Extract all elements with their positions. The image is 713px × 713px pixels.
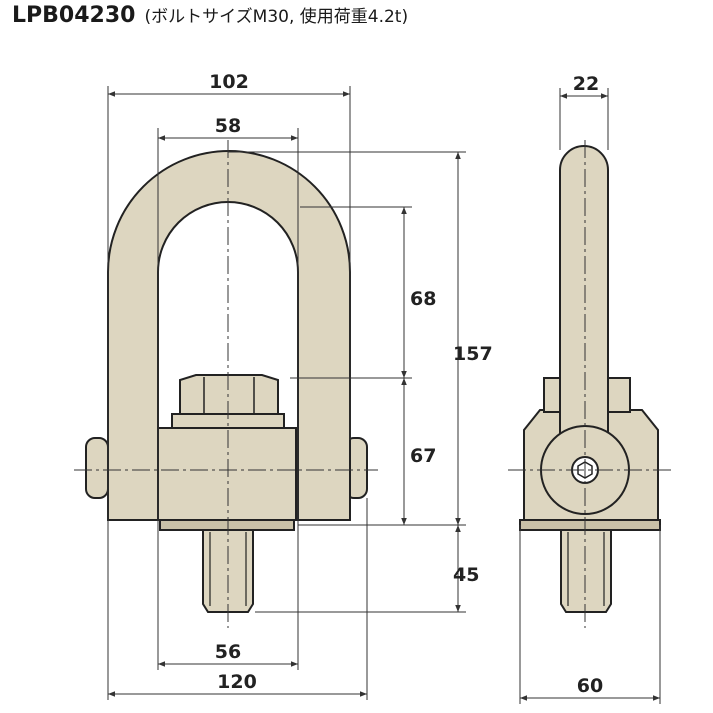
side-bolt [560, 529, 612, 613]
dim-body-height: 67 [410, 445, 436, 467]
model-spec: (ボルトサイズM30, 使用荷重4.2t) [144, 7, 409, 27]
dim-inner-width: 58 [215, 115, 241, 137]
dim-overall-width: 102 [209, 71, 249, 93]
dim-side-width: 60 [577, 675, 603, 697]
model-number: LPB04230 [12, 3, 136, 28]
drawing-title: LPB04230 (ボルトサイズM30, 使用荷重4.2t) [12, 2, 408, 28]
front-view [85, 150, 368, 613]
dim-overall-height: 157 [453, 343, 493, 365]
body-block [157, 427, 297, 521]
base-plate [159, 519, 295, 531]
side-view [519, 145, 661, 613]
shackle-bail [107, 150, 351, 521]
side-bail [559, 145, 609, 441]
dimension-labels: 102 58 68 67 157 45 56 120 22 60 [209, 71, 603, 697]
dim-side-thickness: 22 [573, 73, 599, 95]
left-pin [85, 437, 109, 499]
front-center-lines [74, 140, 378, 628]
dim-thread-length: 45 [453, 564, 479, 586]
dim-base-width: 56 [215, 641, 241, 663]
hex-nut [179, 374, 279, 415]
side-base-plate [519, 519, 661, 531]
dim-outer-width: 120 [217, 671, 257, 693]
dimension-lines [107, 86, 661, 704]
dim-inner-height: 68 [410, 288, 436, 310]
side-center-lines [508, 140, 672, 628]
